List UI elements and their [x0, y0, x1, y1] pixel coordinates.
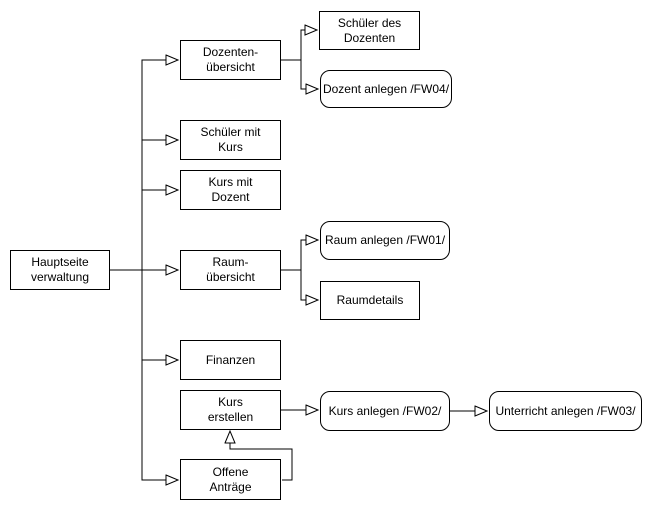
node-dozent-anlegen[interactable]: Dozent anlegen /FW04/: [320, 70, 452, 108]
edge-hauptseite-verwaltung--kurs-mit-dozent: [141, 190, 178, 270]
node-finanzen[interactable]: Finanzen: [180, 340, 281, 380]
node-label-line: Offene: [212, 464, 249, 479]
node-label-line: Raum-: [212, 255, 249, 269]
node-label-line: Finanzen: [205, 352, 256, 367]
node-label-line: Kurs mit: [208, 175, 253, 189]
node-raum-anlegen[interactable]: Raum anlegen /FW01/: [320, 221, 450, 260]
node-label-line: Dozenten: [343, 30, 396, 45]
edge-offene-antraege--kurs-erstellen: [230, 431, 293, 481]
node-label-line: Unterricht anlegen /FW03/: [495, 403, 636, 418]
node-label-line: verwaltung: [30, 270, 90, 284]
node-raum-uebersicht[interactable]: Raum-übersicht: [180, 250, 281, 290]
edge-group: [110, 30, 487, 480]
node-label-line: Schüler des: [337, 15, 402, 30]
node-label-line: Raum anlegen /FW01/: [324, 233, 446, 247]
node-label-line: Hauptseite: [31, 255, 89, 269]
node-label-line: Anträge: [209, 479, 252, 494]
node-label-line: Kurs: [218, 395, 243, 409]
node-label-line: Schüler mit: [200, 125, 261, 139]
node-dozenten-uebersicht[interactable]: Dozenten-übersicht: [180, 40, 281, 80]
edge-raum-uebersicht--raumdetails: [281, 269, 318, 300]
edge-hauptseite-verwaltung--offene-antraege: [141, 270, 178, 480]
node-kurs-anlegen[interactable]: Kurs anlegen /FW02/: [320, 391, 450, 431]
node-label-line: Dozent anlegen /FW04/: [322, 81, 450, 96]
node-label-line: erstellen: [207, 410, 254, 424]
node-raumdetails[interactable]: Raumdetails: [320, 281, 420, 320]
node-label-line: Raumdetails: [336, 293, 404, 307]
node-unterricht-anlegen[interactable]: Unterricht anlegen /FW03/: [489, 391, 642, 431]
edge-hauptseite-verwaltung--finanzen: [141, 270, 178, 360]
node-label-line: Kurs anlegen /FW02/: [328, 403, 442, 418]
edge-dozenten-uebersicht--dozent-anlegen: [281, 59, 318, 89]
node-label-line: übersicht: [206, 270, 255, 284]
node-label-line: Dozent: [211, 190, 250, 204]
node-label-line: Kurs: [218, 140, 243, 154]
edge-hauptseite-verwaltung--dozenten-uebersicht: [141, 60, 178, 270]
edge-hauptseite-verwaltung--schueler-mit-kurs: [141, 140, 178, 270]
node-label-line: Dozenten-: [202, 45, 259, 59]
edge-raum-uebersicht--raum-anlegen: [281, 240, 318, 271]
edge-dozenten-uebersicht--schueler-des-dozenten: [281, 30, 317, 61]
node-label-line: übersicht: [206, 60, 255, 74]
